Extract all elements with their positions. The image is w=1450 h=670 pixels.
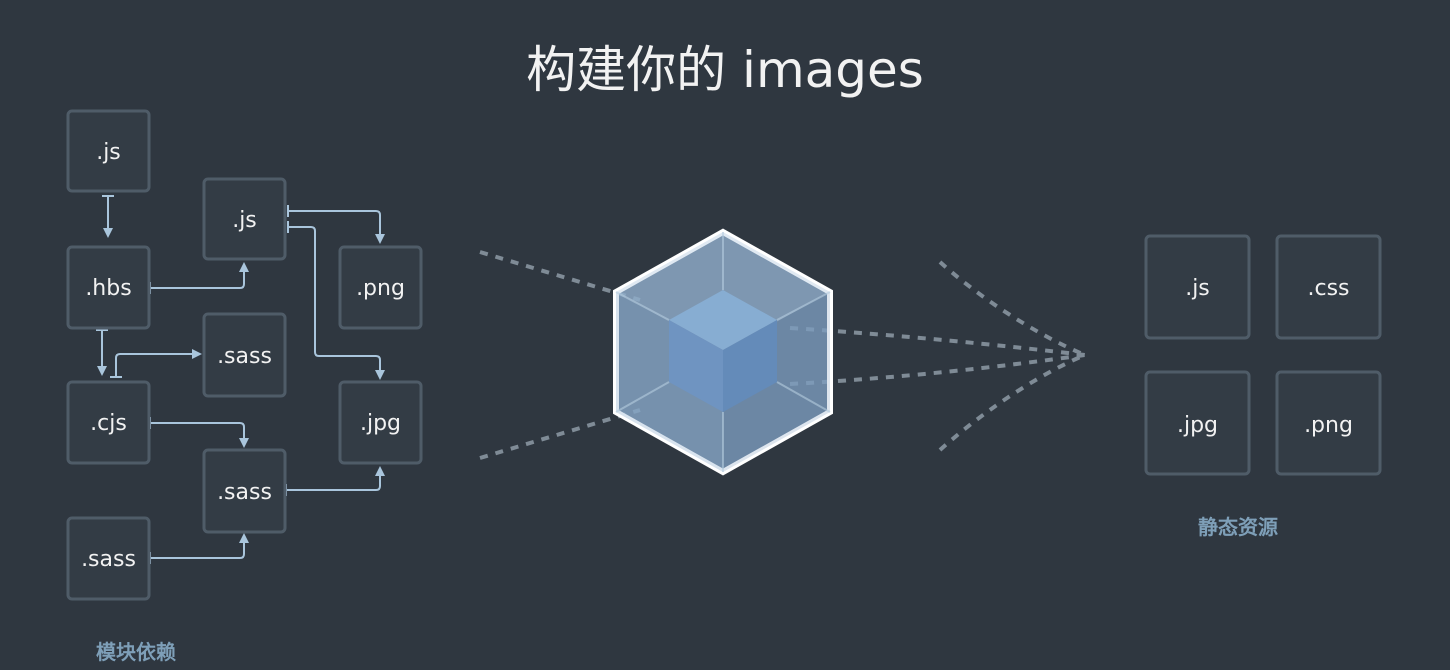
module-box-png: .png <box>338 245 423 330</box>
module-dependencies-caption: 模块依赖 <box>96 640 176 664</box>
module-label: .cjs <box>90 411 127 436</box>
module-label: .jpg <box>360 411 401 436</box>
asset-box-jpg: .jpg <box>1144 370 1251 476</box>
module-label: .js <box>232 208 257 233</box>
module-box-cjs: .cjs <box>66 380 151 465</box>
connector-js-to-png <box>287 205 385 244</box>
module-label: .sass <box>217 344 272 369</box>
connector-sass-bottom-to-sass-low <box>149 533 249 564</box>
connector-sass-to-jpg <box>285 466 385 496</box>
static-assets: .js .css .jpg .png <box>1144 234 1382 476</box>
asset-label: .js <box>1185 276 1210 301</box>
dash-mid-bottom <box>789 353 1086 386</box>
dash-right-lower-curve <box>938 353 1086 452</box>
webpack-cube-icon <box>613 228 833 476</box>
module-box-sass-mid: .sass <box>202 312 287 398</box>
page-title: 构建你的 images <box>526 41 924 99</box>
module-label: .js <box>96 140 121 165</box>
module-dependencies: .js .hbs .cjs .sass .js .sass <box>66 109 423 601</box>
asset-label: .css <box>1307 276 1349 301</box>
dash-right-upper-curve <box>938 260 1086 357</box>
module-label: .sass <box>81 547 136 572</box>
module-label: .sass <box>217 480 272 505</box>
module-box-jpg: .jpg <box>338 380 423 465</box>
connector-cjs-to-sass-mid <box>110 349 202 378</box>
module-box-sass-bottom-left: .sass <box>66 516 151 601</box>
module-box-hbs: .hbs <box>66 245 151 330</box>
asset-box-js: .js <box>1144 234 1251 340</box>
module-connectors <box>96 195 385 564</box>
dash-mid-top <box>789 326 1086 357</box>
module-box-sass-low: .sass <box>202 448 287 534</box>
module-box-js-top: .js <box>66 109 151 193</box>
module-label: .hbs <box>85 276 131 301</box>
asset-box-png: .png <box>1275 370 1382 476</box>
connector-js-to-jpg <box>287 221 385 380</box>
module-label: .png <box>356 276 405 301</box>
asset-label: .jpg <box>1177 413 1218 438</box>
module-box-js-mid: .js <box>202 177 287 261</box>
connector-cjs-to-sass-low <box>149 417 249 448</box>
asset-box-css: .css <box>1275 234 1382 340</box>
dash-left-bottom <box>479 408 641 460</box>
static-assets-caption: 静态资源 <box>1198 515 1278 539</box>
connector-hbs-to-js <box>149 262 249 294</box>
asset-label: .png <box>1304 413 1353 438</box>
